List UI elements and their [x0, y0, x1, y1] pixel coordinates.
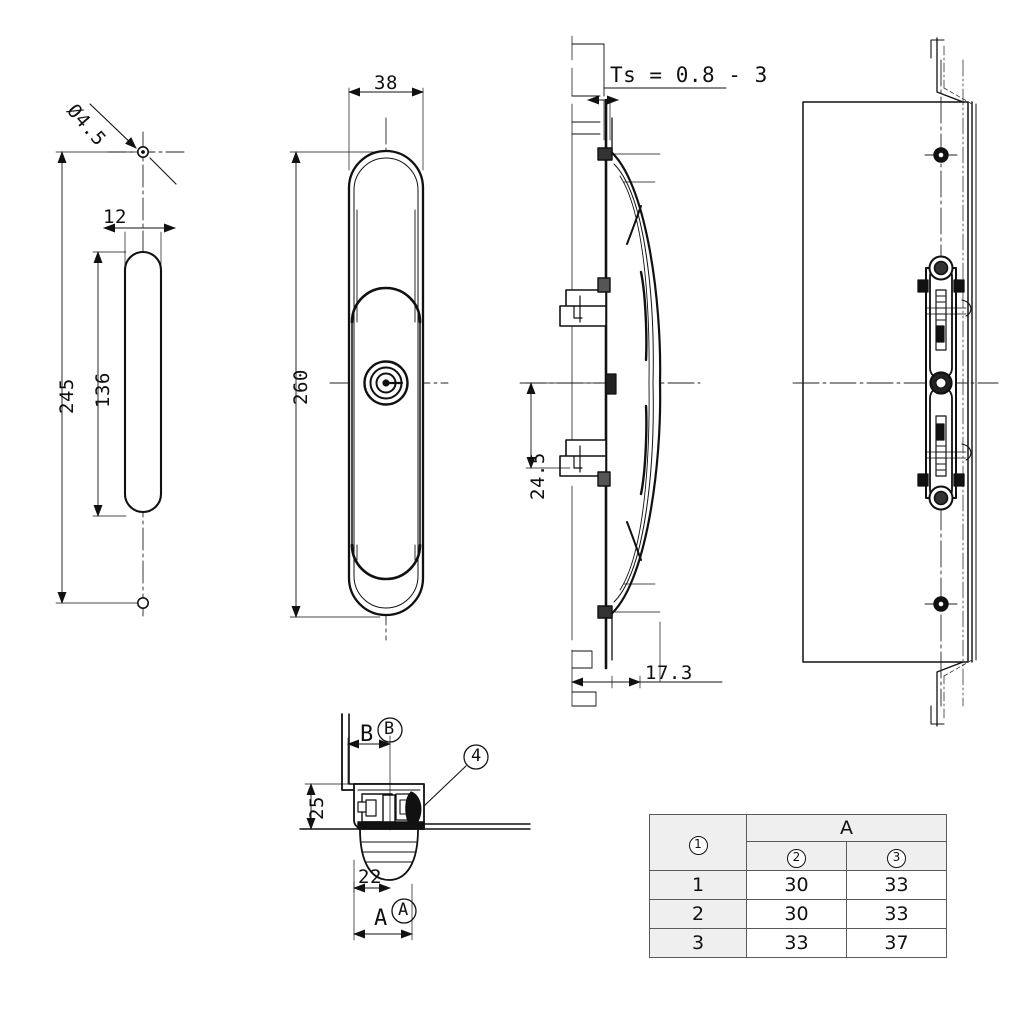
table-header-item3: 3: [846, 841, 947, 871]
dim-detail-width-22: 22: [358, 866, 382, 888]
view-handle-face: [289, 87, 449, 641]
table-cell-ref: 2: [649, 899, 747, 929]
view-front-plate: [55, 103, 186, 621]
table-cell-ref: 1: [649, 870, 747, 900]
dim-overall-height-245: 245: [56, 378, 78, 414]
circled-number-3: 3: [887, 849, 906, 868]
view-side-section: [519, 35, 727, 707]
table-cell-a2: 33: [746, 928, 847, 958]
table-cell-a2: 30: [746, 870, 847, 900]
circled-number-1: 1: [688, 835, 708, 855]
label-a-reference: A: [398, 900, 409, 920]
label-a-dimension: A: [374, 906, 388, 931]
table-cell-ref: 3: [649, 928, 747, 958]
table-header-item2: 2: [746, 841, 847, 871]
table-cell-a3: 33: [846, 899, 947, 929]
table-row: 2 30 33: [649, 899, 947, 929]
table-header-group-a: A: [746, 814, 947, 842]
table-cell-a3: 33: [846, 870, 947, 900]
dim-detail-height-25: 25: [306, 796, 328, 820]
table-cell-a2: 30: [746, 899, 847, 929]
label-b-dimension: B: [360, 722, 374, 747]
table-cell-a3: 37: [846, 928, 947, 958]
dim-spindle-offset-245: 24.5: [527, 452, 549, 500]
dim-width-12: 12: [103, 206, 127, 228]
view-rear-panel: [792, 37, 999, 727]
dim-sheet-thickness-ts: Ts = 0.8 - 3: [610, 63, 768, 87]
dim-handle-width-38: 38: [374, 72, 398, 94]
label-b-reference: B: [384, 719, 395, 739]
table-row: 1 30 33: [649, 870, 947, 900]
dim-handle-height-260: 260: [290, 369, 312, 405]
dimension-table: 1 A 2 3 1 30 33 2 30 33 3 33 37: [649, 814, 947, 958]
table-header-item1: 1: [649, 814, 747, 871]
circled-number-2: 2: [787, 849, 806, 868]
view-detail-section: [299, 713, 531, 941]
dim-depth-173: 17.3: [645, 662, 693, 684]
table-row: 3 33 37: [649, 928, 947, 958]
dim-slot-height-136: 136: [92, 372, 114, 408]
label-item-4: 4: [471, 746, 482, 766]
